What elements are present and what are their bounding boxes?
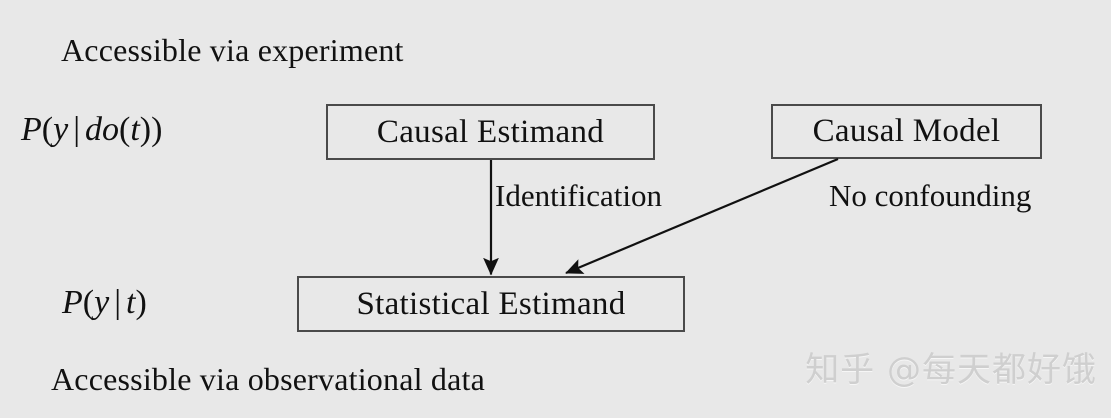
bottom-caption: Accessible via observational data: [51, 361, 485, 397]
node-causal-model[interactable]: Causal Model: [771, 104, 1042, 159]
outcome-variable: y: [53, 111, 69, 148]
treatment-variable: t: [126, 284, 136, 321]
node-causal-estimand-label: Causal Estimand: [376, 113, 605, 150]
watermark: 知乎 @每天都好饿: [805, 350, 1097, 390]
edge-label-identification: Identification: [495, 178, 662, 213]
causal-estimand-expression: P(y|do(t)): [21, 110, 162, 150]
statistical-estimand-expression: P(y|t): [62, 283, 147, 323]
node-causal-estimand[interactable]: Causal Estimand: [326, 104, 655, 160]
paren-close: ): [151, 111, 163, 148]
probability-symbol: P: [21, 111, 42, 148]
treatment-variable: t: [130, 111, 140, 148]
probability-symbol: P: [62, 284, 83, 321]
paren-close: ): [135, 284, 147, 321]
edge-label-no-confounding: No confounding: [829, 178, 1032, 213]
top-caption: Accessible via experiment: [61, 32, 404, 68]
outcome-variable: y: [94, 284, 110, 321]
node-causal-model-label: Causal Model: [812, 113, 1001, 149]
conditional-bar: |: [73, 111, 81, 148]
paren-open: (: [41, 111, 54, 148]
node-statistical-estimand[interactable]: Statistical Estimand: [297, 276, 685, 332]
node-statistical-estimand-label: Statistical Estimand: [356, 285, 626, 322]
do-paren-close: ): [139, 111, 152, 148]
conditional-bar: |: [114, 284, 122, 321]
paren-open: (: [82, 284, 95, 321]
do-operator: do: [85, 111, 120, 148]
do-paren-open: (: [119, 111, 131, 148]
edge-no-confounding-arrow: [565, 157, 839, 275]
